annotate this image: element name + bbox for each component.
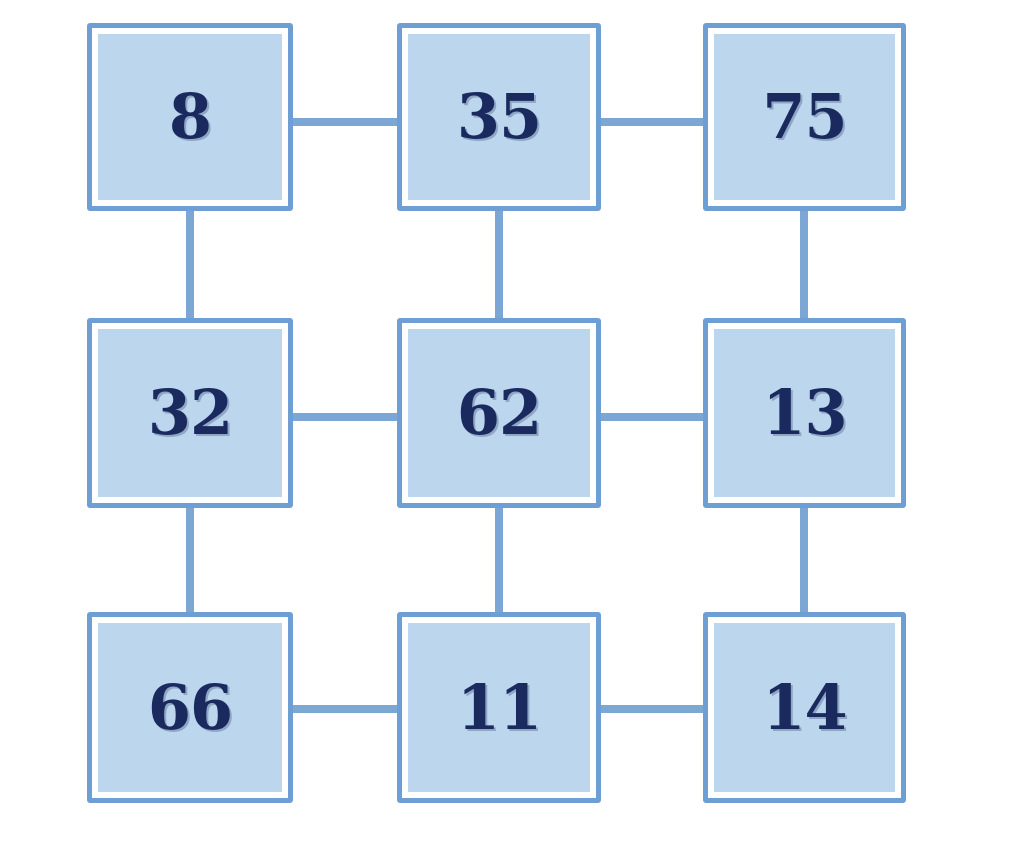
node-label: 75 bbox=[762, 80, 847, 153]
grid-node-r3c2[interactable]: 11 bbox=[397, 612, 601, 803]
grid-node-r2c3[interactable]: 13 bbox=[703, 318, 906, 508]
node-fill: 62 bbox=[408, 329, 590, 497]
connector-r3c1-r3c2 bbox=[291, 705, 399, 713]
connector-r2c2-r3c2 bbox=[495, 506, 503, 614]
node-label: 66 bbox=[147, 670, 233, 744]
grid-node-r1c1[interactable]: 8 bbox=[87, 23, 293, 211]
node-label: 35 bbox=[456, 80, 542, 153]
node-label: 32 bbox=[147, 376, 233, 449]
node-label: 14 bbox=[762, 670, 847, 744]
node-fill: 8 bbox=[98, 34, 282, 200]
node-fill: 13 bbox=[714, 329, 895, 497]
connector-r2c1-r2c2 bbox=[291, 413, 399, 421]
connector-r1c2-r1c3 bbox=[599, 118, 705, 126]
node-label: 13 bbox=[762, 376, 847, 449]
node-fill: 35 bbox=[408, 34, 590, 200]
node-label: 8 bbox=[168, 80, 212, 153]
node-fill: 14 bbox=[714, 623, 895, 792]
connector-r1c1-r2c1 bbox=[186, 209, 194, 320]
connector-r1c3-r2c3 bbox=[800, 209, 808, 320]
grid-node-r2c2[interactable]: 62 bbox=[397, 318, 601, 508]
grid-node-r1c2[interactable]: 35 bbox=[397, 23, 601, 211]
node-fill: 75 bbox=[714, 34, 895, 200]
node-fill: 66 bbox=[98, 623, 282, 792]
node-fill: 11 bbox=[408, 623, 590, 792]
connector-r1c2-r2c2 bbox=[495, 209, 503, 320]
connector-r1c1-r1c2 bbox=[291, 118, 399, 126]
connector-r2c2-r2c3 bbox=[599, 413, 705, 421]
connector-r3c2-r3c3 bbox=[599, 705, 705, 713]
connector-r2c3-r3c3 bbox=[800, 506, 808, 614]
grid-node-r3c3[interactable]: 14 bbox=[703, 612, 906, 803]
grid-node-r2c1[interactable]: 32 bbox=[87, 318, 293, 508]
node-label: 62 bbox=[456, 376, 542, 449]
node-label: 11 bbox=[456, 670, 542, 744]
grid-node-r3c1[interactable]: 66 bbox=[87, 612, 293, 803]
node-fill: 32 bbox=[98, 329, 282, 497]
connector-r2c1-r3c1 bbox=[186, 506, 194, 614]
grid-node-r1c3[interactable]: 75 bbox=[703, 23, 906, 211]
